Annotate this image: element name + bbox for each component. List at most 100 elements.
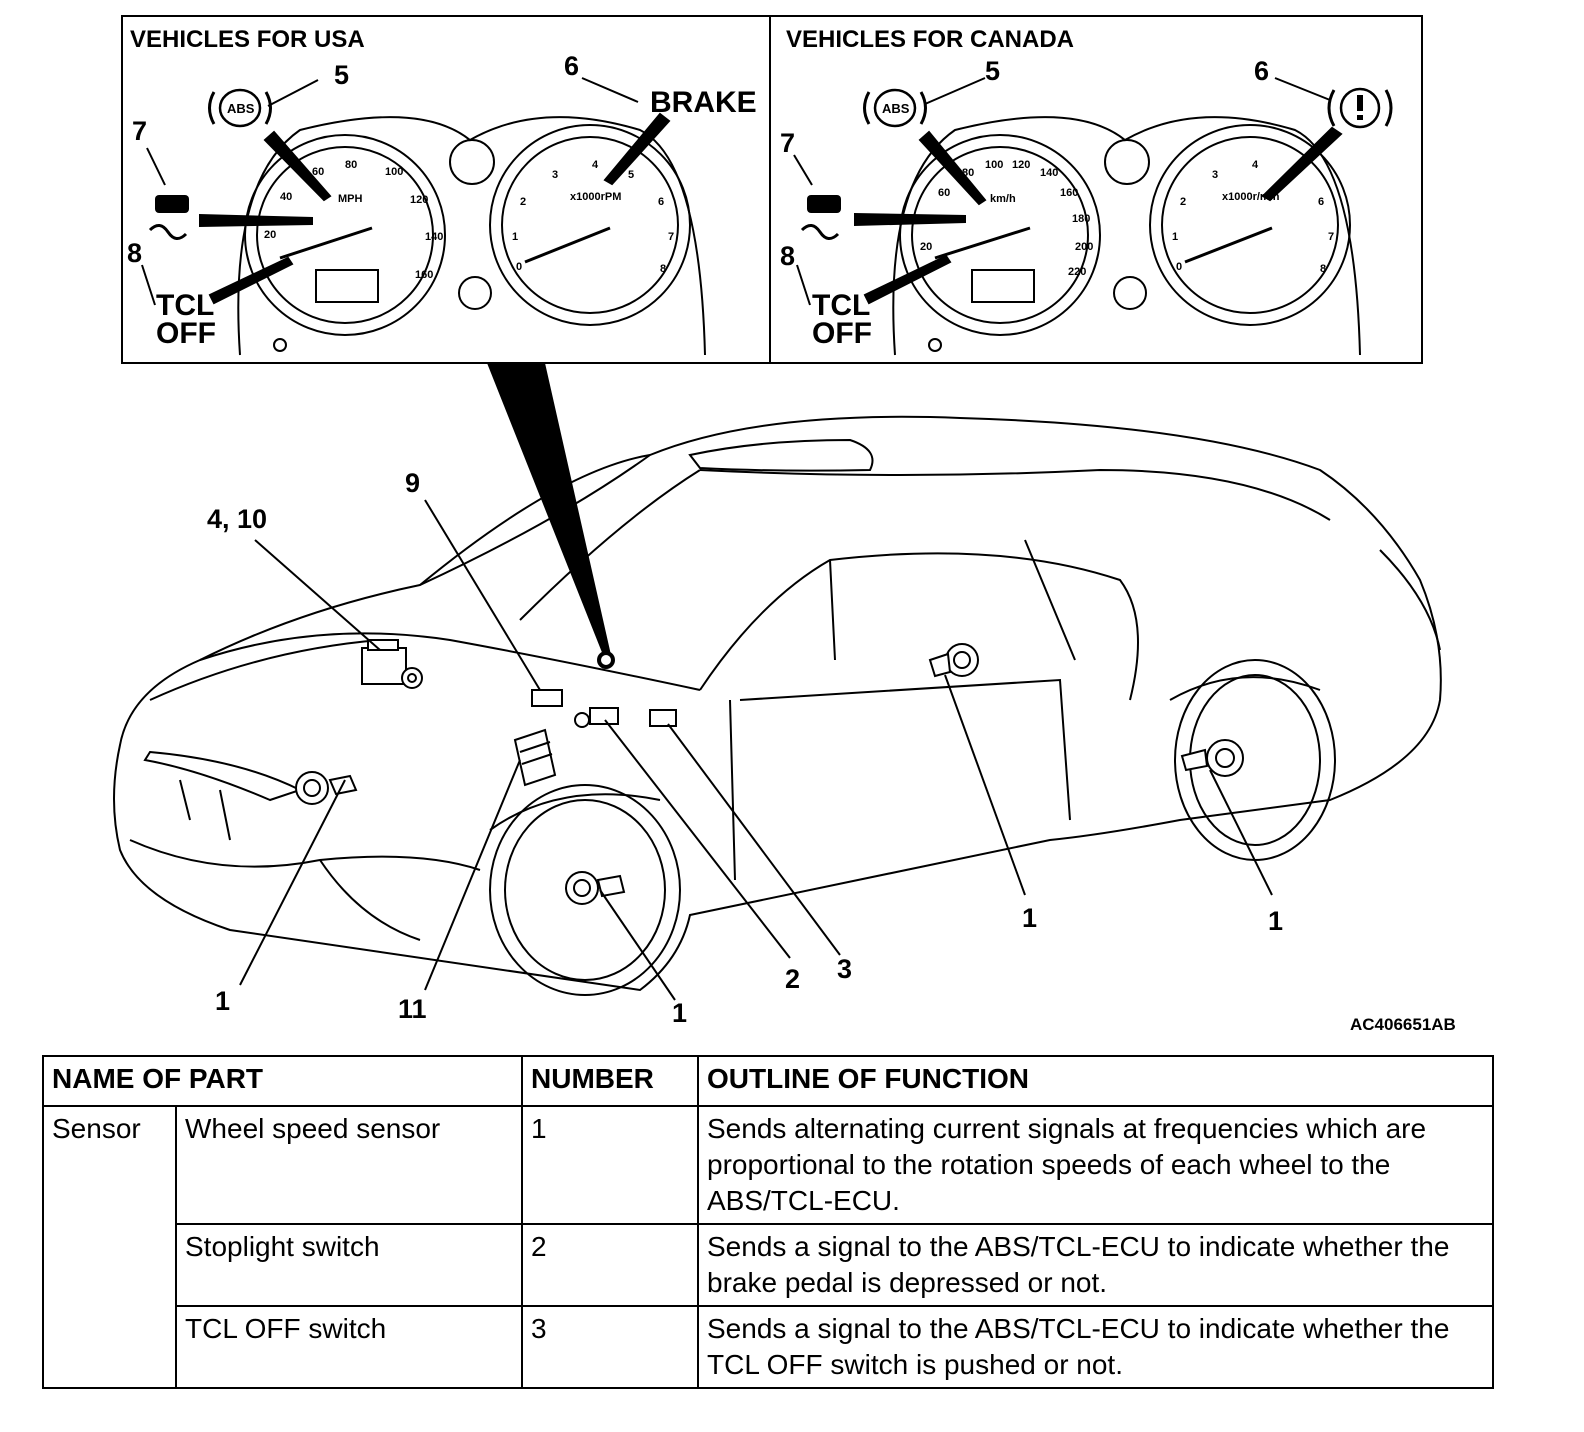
callout-1-front-left: 1 [215, 986, 230, 1016]
part-name-cell: Stoplight switch [175, 1223, 523, 1307]
svg-text:TCL: TCL [812, 289, 870, 322]
canada-instrument-cluster [892, 116, 1361, 356]
usa-instrument-cluster [237, 116, 706, 356]
svg-text:ABS: ABS [882, 101, 910, 116]
abs-tcl-ecu [513, 728, 557, 787]
svg-text:0: 0 [516, 261, 522, 273]
usa-abs-warning-icon: ABS [208, 88, 272, 128]
svg-text:OFF: OFF [812, 317, 872, 350]
usa-tcl-indicator-icon [148, 195, 189, 240]
canada-reset-knob [1113, 276, 1147, 310]
g-sensor [531, 689, 563, 707]
usa-callout-7: 7 [132, 116, 147, 146]
svg-text:8: 8 [1320, 263, 1326, 275]
callout-1-rear-center: 1 [1022, 903, 1037, 933]
svg-text:180: 180 [1072, 213, 1090, 225]
stoplight-switch [574, 707, 619, 728]
canada-callout-8: 8 [780, 241, 795, 271]
canada-tcl-indicator-icon [800, 195, 841, 240]
part-name-cell: TCL OFF switch [175, 1305, 523, 1389]
usa-callout-8: 8 [127, 238, 142, 268]
usa-reset-knob [458, 276, 492, 310]
svg-text:2: 2 [1180, 196, 1186, 208]
svg-text:120: 120 [410, 194, 428, 206]
part-function-cell: Sends a signal to the ABS/TCL-ECU to ind… [697, 1305, 1494, 1389]
parts-function-table: NAME OF PART NUMBER OUTLINE OF FUNCTION … [42, 1055, 1494, 1389]
car-a-pillar [699, 552, 1139, 701]
part-number-cell: 1 [521, 1105, 699, 1225]
canada-callout-7: 7 [780, 128, 795, 158]
svg-text:3: 3 [1212, 169, 1218, 181]
callout-9: 9 [405, 468, 420, 498]
table-row: Sensor Wheel speed sensor 1 Sends altern… [42, 1105, 1494, 1389]
svg-text:0: 0 [1176, 261, 1182, 273]
svg-text:80: 80 [345, 159, 357, 171]
wheel-speed-sensor-front-right [565, 871, 626, 905]
wheel-speed-sensor-rear-right [1180, 739, 1244, 777]
svg-text:4: 4 [592, 159, 599, 171]
svg-text:8: 8 [660, 263, 666, 275]
svg-text:3: 3 [552, 169, 558, 181]
canada-panel-title: VEHICLES FOR CANADA [786, 26, 1074, 53]
wheel-speed-sensor-rear-center [928, 643, 979, 678]
instrument-panel-insets [121, 15, 1423, 364]
canada-speedometer [899, 134, 1101, 336]
svg-text:140: 140 [1040, 167, 1058, 179]
instrument-panel-pointer-wedge [487, 363, 611, 655]
car-sunroof [688, 438, 874, 472]
table-row: TCL OFF switch 3 Sends a signal to the A… [43, 1305, 1494, 1389]
svg-text:7: 7 [1328, 231, 1334, 243]
callout-1-rear-right: 1 [1268, 906, 1283, 936]
usa-speedometer [244, 134, 446, 336]
svg-text:2: 2 [520, 196, 526, 208]
car-hood [199, 632, 701, 691]
instrument-location-dot [597, 651, 615, 669]
svg-text:100: 100 [985, 159, 1003, 171]
svg-text:5: 5 [628, 169, 634, 181]
car-body [113, 415, 1442, 992]
svg-text:160: 160 [1060, 187, 1078, 199]
svg-text:TCL: TCL [156, 289, 214, 322]
part-name-cell: Wheel speed sensor [175, 1105, 523, 1225]
canada-tachometer [1149, 124, 1351, 326]
usa-brake-warning-text: BRAKE [650, 86, 757, 119]
canada-callout-pointers [793, 77, 1343, 306]
svg-text:140: 140 [425, 231, 443, 243]
svg-text:x1000rPM: x1000rPM [570, 191, 621, 203]
canada-callout-5: 5 [985, 56, 1000, 86]
callout-3: 3 [837, 954, 852, 984]
svg-text:60: 60 [938, 187, 950, 199]
svg-text:100: 100 [385, 166, 403, 178]
group-cell-sensor: Sensor [42, 1105, 177, 1389]
car-roof-line [699, 468, 1331, 521]
usa-tacho-ticks: 0 1 2 3 4 5 6 7 8 x1000rPM [512, 159, 674, 275]
svg-text:1: 1 [1172, 231, 1178, 243]
svg-text:4: 4 [1252, 159, 1259, 171]
callout-1-front-right: 1 [672, 998, 687, 1028]
callout-2: 2 [785, 964, 800, 994]
usa-turn-signal-indicator [449, 139, 495, 185]
table-header-row: NAME OF PART NUMBER OUTLINE OF FUNCTION [42, 1055, 1494, 1107]
car-door [729, 678, 1071, 881]
canada-brake-warning-icon [1327, 87, 1393, 129]
usa-callout-pointers [141, 77, 671, 306]
car-components [295, 639, 1244, 905]
car-outline [113, 415, 1442, 996]
callout-11: 11 [398, 994, 427, 1024]
canada-callout-6: 6 [1254, 56, 1269, 86]
svg-text:MPH: MPH [338, 193, 363, 205]
usa-callout-6: 6 [564, 51, 579, 81]
canada-tcl-off-text: TCL OFF [812, 289, 872, 350]
svg-text:20: 20 [264, 229, 276, 241]
usa-speedo-ticks: 20 40 60 80 100 120 140 160 MPH [264, 159, 443, 281]
part-function-cell: Sends alternating current signals at fre… [697, 1105, 1494, 1225]
front-wheel [489, 784, 681, 996]
svg-text:220: 220 [1068, 266, 1086, 278]
svg-text:1: 1 [512, 231, 518, 243]
tcl-off-switch-part [649, 709, 677, 727]
svg-text:40: 40 [280, 191, 292, 203]
wheel-speed-sensor-front-left [295, 771, 358, 805]
svg-text:6: 6 [658, 196, 664, 208]
svg-text:OFF: OFF [156, 317, 216, 350]
svg-text:160: 160 [415, 269, 433, 281]
